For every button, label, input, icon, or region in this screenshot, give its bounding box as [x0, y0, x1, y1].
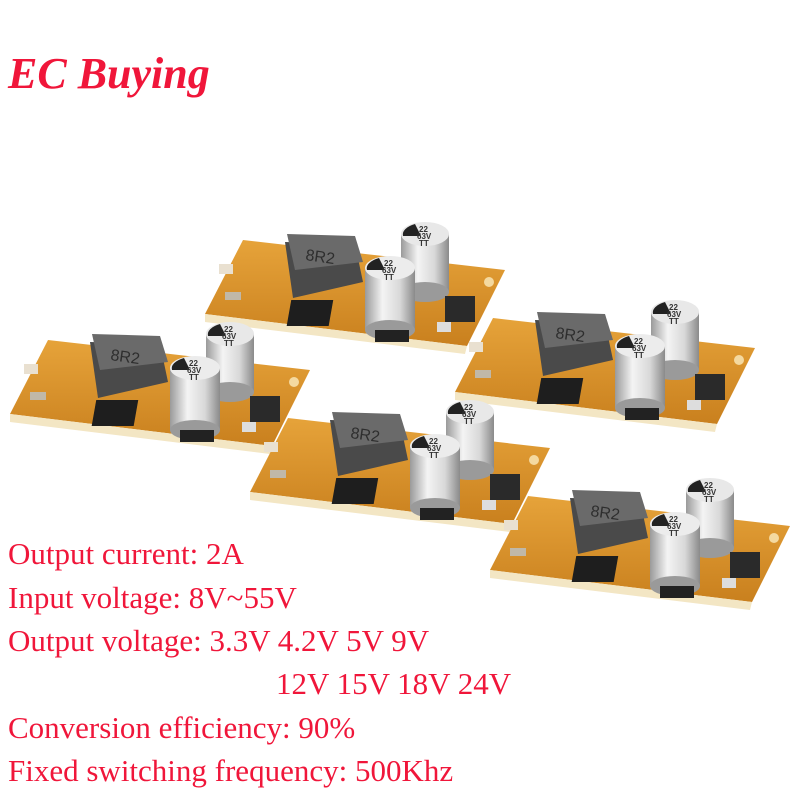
capacitor-marking: 63V [702, 488, 717, 497]
inductor-marking: 8R2 [304, 247, 336, 268]
capacitor-marking: 63V [427, 444, 442, 453]
capacitor-marking: 22 [704, 481, 713, 490]
capacitor-marking: 63V [667, 310, 682, 319]
inductor-marking: 8R2 [109, 347, 141, 368]
spec-efficiency: Conversion efficiency: 90% [8, 710, 356, 745]
spec-output-voltage-cont: 12V 15V 18V 24V [276, 666, 512, 701]
capacitor-marking: TT [429, 451, 439, 460]
capacitor-marking: 22 [189, 359, 198, 368]
module-board: 8R2 22 63V TT 22 63V TT [10, 322, 310, 454]
spec-output-voltage: Output voltage: 3.3V 4.2V 5V 9V [8, 623, 430, 658]
capacitor-marking: 22 [419, 225, 428, 234]
capacitor-marking: 22 [634, 337, 643, 346]
module-board: 8R2 22 63V TT 22 63V TT [455, 300, 755, 432]
capacitor-marking: 63V [632, 344, 647, 353]
capacitor-marking: 22 [669, 515, 678, 524]
capacitor-marking: 22 [224, 325, 233, 334]
module-board: 8R2 22 63V TT 22 63V TT [205, 222, 505, 354]
capacitor-marking: TT [669, 317, 679, 326]
capacitor-marking: TT [224, 339, 234, 348]
capacitor-marking: TT [464, 417, 474, 426]
capacitor-marking: 63V [187, 366, 202, 375]
capacitor-marking: TT [419, 239, 429, 248]
spec-output-current: Output current: 2A [8, 536, 244, 571]
capacitor-marking: 22 [429, 437, 438, 446]
capacitor-marking: 63V [462, 410, 477, 419]
brand-logo: EC Buying [8, 49, 210, 98]
capacitor-marking: 63V [667, 522, 682, 531]
capacitor-marking: 22 [464, 403, 473, 412]
capacitor-marking: 22 [669, 303, 678, 312]
capacitor-marking: TT [669, 529, 679, 538]
inductor-marking: 8R2 [554, 325, 586, 346]
capacitor-marking: TT [189, 373, 199, 382]
capacitor-marking: 63V [417, 232, 432, 241]
inductor-marking: 8R2 [589, 503, 621, 524]
capacitor-marking: TT [634, 351, 644, 360]
module-board: 8R2 22 63V TT 22 63V TT [250, 400, 550, 532]
spec-switching-frequency: Fixed switching frequency: 500Khz [8, 753, 454, 788]
capacitor-marking: 22 [384, 259, 393, 268]
capacitor-marking: TT [384, 273, 394, 282]
module-board: 8R2 22 63V TT 22 63V TT [490, 478, 790, 610]
spec-input-voltage: Input voltage: 8V~55V [8, 580, 297, 615]
capacitor-marking: 63V [382, 266, 397, 275]
capacitor-marking: TT [704, 495, 714, 504]
inductor-marking: 8R2 [349, 425, 381, 446]
capacitor-marking: 63V [222, 332, 237, 341]
